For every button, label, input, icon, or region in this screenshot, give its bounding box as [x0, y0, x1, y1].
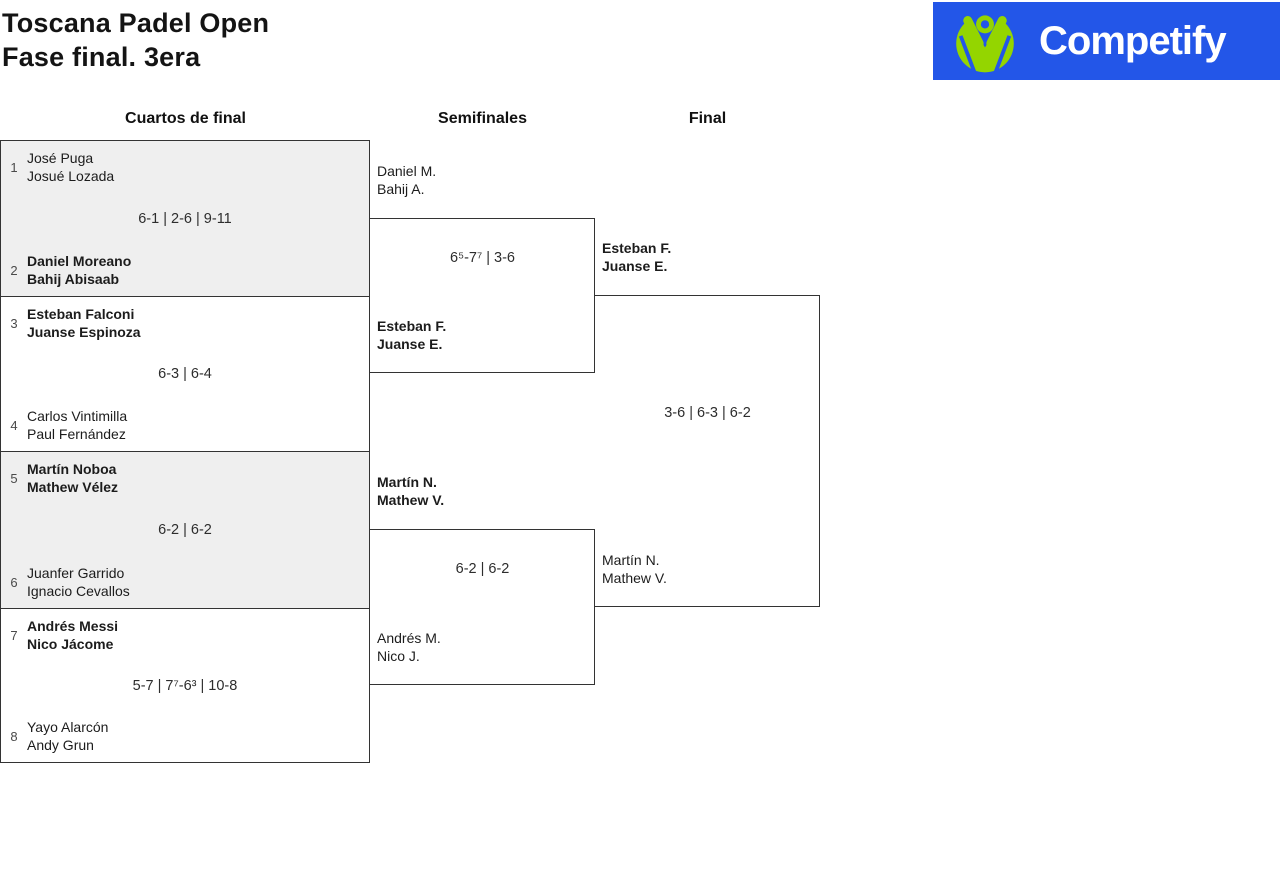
- quarterfinals-column: 1 José Puga Josué Lozada 6-1 | 2-6 | 9-1…: [0, 140, 370, 763]
- player-name: Andrés M.: [377, 630, 441, 646]
- team-names: Daniel Moreano Bahij Abisaab: [27, 252, 131, 288]
- player-name: Carlos Vintimilla: [27, 408, 128, 424]
- seed-number: 6: [10, 574, 18, 590]
- team-row: 8 Yayo Alarcón Andy Grun: [1, 718, 369, 754]
- round-header-final: Final: [688, 110, 727, 127]
- team-names: Esteban Falconi Juanse Espinoza: [27, 305, 141, 341]
- team-row: 5 Martín Noboa Mathew Vélez: [1, 460, 369, 496]
- seed-number: 8: [10, 728, 18, 744]
- qf-match-2: 3 Esteban Falconi Juanse Espinoza 6-3 | …: [1, 296, 369, 451]
- player-name: Bahij A.: [377, 181, 425, 197]
- tournament-title: Toscana Padel Open: [2, 8, 270, 38]
- player-name: Andrés Messi: [27, 618, 119, 634]
- match-score: 6-2 | 6-2: [158, 522, 212, 538]
- competify-logo: Competify: [933, 2, 1280, 80]
- player-name: Esteban Falconi: [27, 306, 135, 322]
- match-score: 6⁵-7⁷ | 3-6: [450, 250, 515, 266]
- seed-number: 2: [10, 262, 18, 278]
- round-header-quarterfinals: Cuartos de final: [125, 110, 246, 127]
- player-name: Mathew V.: [377, 492, 445, 508]
- match-score: 6-3 | 6-4: [158, 366, 212, 382]
- player-name: Andy Grun: [27, 737, 94, 753]
- player-name: Daniel M.: [377, 163, 437, 179]
- player-name: Martín N.: [377, 474, 437, 490]
- player-name: Esteban F.: [377, 318, 447, 334]
- team-names: Martín Noboa Mathew Vélez: [27, 460, 118, 496]
- player-name: José Puga: [27, 150, 94, 166]
- team-names: Andrés Messi Nico Jácome: [27, 617, 118, 653]
- player-name: Mathew V.: [602, 570, 667, 586]
- match-score: 5-7 | 7⁷-6³ | 10-8: [132, 677, 238, 694]
- team-row: 7 Andrés Messi Nico Jácome: [1, 617, 369, 653]
- seed-number: 3: [10, 315, 18, 331]
- player-name: Esteban F.: [602, 240, 672, 256]
- seed-number: 4: [10, 417, 18, 433]
- competify-wordmark: Competify: [1039, 18, 1227, 63]
- team-names: Juanfer Garrido Ignacio Cevallos: [27, 564, 130, 600]
- seed-number: 5: [10, 470, 18, 486]
- player-name: Nico J.: [377, 648, 420, 664]
- player-name: Juanfer Garrido: [27, 565, 125, 581]
- team-names: José Puga Josué Lozada: [27, 149, 114, 185]
- match-score: 6-1 | 2-6 | 9-11: [138, 210, 232, 227]
- player-name: Nico Jácome: [27, 636, 114, 652]
- team-row: 3 Esteban Falconi Juanse Espinoza: [1, 305, 369, 341]
- team-names: Daniel M. Bahij A.: [377, 162, 436, 198]
- team-names: Martín N. Mathew V.: [602, 551, 667, 587]
- player-name: Mathew Vélez: [27, 479, 119, 495]
- team-names: Andrés M. Nico J.: [377, 629, 441, 665]
- player-name: Juanse E.: [377, 336, 443, 352]
- player-name: Daniel Moreano: [27, 253, 132, 269]
- final-match-box: [595, 295, 820, 607]
- team-names: Carlos Vintimilla Paul Fernández: [27, 407, 127, 443]
- team-names: Esteban F. Juanse E.: [602, 239, 671, 275]
- player-name: Bahij Abisaab: [27, 271, 120, 287]
- sf-match-1-box: [370, 218, 595, 373]
- round-header-semifinals: Semifinales: [438, 110, 527, 127]
- player-name: Paul Fernández: [27, 426, 126, 442]
- player-name: Juanse E.: [602, 258, 668, 274]
- match-score: 6-2 | 6-2: [455, 561, 510, 577]
- sf-match-2-box: [370, 529, 595, 685]
- qf-match-3: 5 Martín Noboa Mathew Vélez 6-2 | 6-2 6 …: [1, 451, 369, 608]
- seed-number: 7: [10, 627, 18, 643]
- team-row: 6 Juanfer Garrido Ignacio Cevallos: [1, 564, 369, 600]
- player-name: Martín N.: [602, 552, 660, 568]
- page-title: Toscana Padel Open Fase final. 3era: [2, 6, 269, 74]
- seed-number: 1: [10, 159, 18, 175]
- qf-match-1: 1 José Puga Josué Lozada 6-1 | 2-6 | 9-1…: [1, 141, 369, 296]
- match-score: 3-6 | 6-3 | 6-2: [664, 405, 751, 421]
- player-name: Juanse Espinoza: [27, 324, 141, 340]
- team-names: Yayo Alarcón Andy Grun: [27, 718, 108, 754]
- phase-subtitle: Fase final. 3era: [2, 42, 201, 72]
- team-names: Esteban F. Juanse E.: [377, 317, 446, 353]
- competify-person-icon: [956, 9, 1014, 73]
- player-name: Yayo Alarcón: [27, 719, 109, 735]
- team-row: 2 Daniel Moreano Bahij Abisaab: [1, 252, 369, 288]
- team-row: 4 Carlos Vintimilla Paul Fernández: [1, 407, 369, 443]
- player-name: Josué Lozada: [27, 168, 115, 184]
- team-names: Martín N. Mathew V.: [377, 473, 444, 509]
- qf-match-4: 7 Andrés Messi Nico Jácome 5-7 | 7⁷-6³ |…: [1, 608, 369, 762]
- player-name: Martín Noboa: [27, 461, 117, 477]
- player-name: Ignacio Cevallos: [27, 583, 130, 599]
- team-row: 1 José Puga Josué Lozada: [1, 149, 369, 185]
